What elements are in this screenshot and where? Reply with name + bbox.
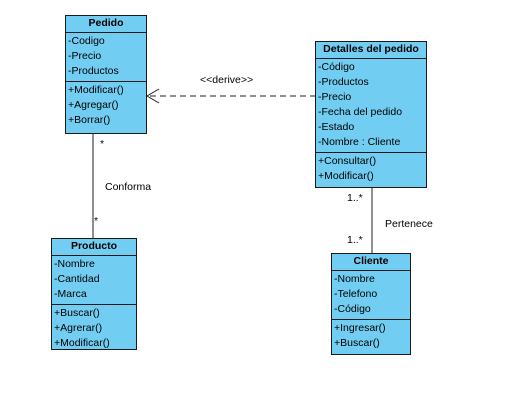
class-pedido-attributes: -Codigo -Precio -Productos (66, 33, 146, 81)
class-pedido[interactable]: Pedido -Codigo -Precio -Productos +Modif… (65, 15, 147, 134)
operation: +Agrerar() (54, 322, 103, 334)
operation: +Modificar() (68, 84, 124, 96)
attribute: -Fecha del pedido (318, 106, 403, 118)
class-pedido-name: Pedido (66, 16, 146, 33)
class-producto-attributes: -Nombre -Cantidad -Marca (52, 256, 136, 304)
attribute: -Telefono (334, 288, 378, 300)
class-cliente-attributes: -Nombre -Telefono -Código (332, 271, 410, 319)
attribute: -Marca (54, 288, 87, 300)
class-detalles-operations: +Consultar() +Modificar() (316, 152, 426, 186)
class-cliente-operations: +Ingresar() +Buscar() (332, 319, 410, 353)
class-producto-operations: +Buscar() +Agrerar() +Modificar() (52, 304, 136, 353)
attribute: -Nombre (334, 273, 375, 285)
attribute: -Productos (318, 76, 369, 88)
derive-arrowhead-icon (146, 88, 160, 104)
class-producto[interactable]: Producto -Nombre -Cantidad -Marca +Busca… (51, 238, 137, 350)
pertenece-label: Pertenece (385, 218, 433, 230)
operation: +Borrar() (68, 114, 111, 126)
attribute: -Nombre (54, 258, 95, 270)
attribute: -Estado (318, 121, 355, 133)
pertenece-mult-bottom: 1..* (347, 234, 363, 246)
attribute: -Código (334, 303, 371, 315)
pertenece-mult-top: 1..* (347, 192, 363, 204)
operation: +Modificar() (318, 170, 374, 182)
operation: +Buscar() (334, 337, 380, 349)
operation: +Ingresar() (334, 322, 386, 334)
conforma-mult-bottom: * (94, 215, 98, 227)
attribute: -Productos (68, 65, 119, 77)
class-detalles-del-pedido[interactable]: Detalles del pedido -Código -Productos -… (315, 41, 427, 188)
derive-stereotype-label: <<derive>> (200, 74, 253, 86)
attribute: -Código (318, 61, 355, 73)
operation: +Buscar() (54, 307, 100, 319)
class-pedido-operations: +Modificar() +Agregar() +Borrar() (66, 81, 146, 130)
class-cliente-name: Cliente (332, 254, 410, 271)
attribute: -Precio (68, 50, 102, 62)
attribute: -Cantidad (54, 273, 100, 285)
conforma-label: Conforma (105, 181, 151, 193)
class-detalles-name: Detalles del pedido (316, 42, 426, 59)
attribute: -Nombre : Cliente (318, 136, 401, 148)
attribute: -Precio (318, 91, 352, 103)
attribute: -Codigo (68, 35, 105, 47)
operation: +Modificar() (54, 337, 110, 349)
conforma-mult-top: * (100, 138, 104, 150)
class-cliente[interactable]: Cliente -Nombre -Telefono -Código +Ingre… (331, 253, 411, 355)
operation: +Consultar() (318, 155, 377, 167)
class-producto-name: Producto (52, 239, 136, 256)
class-detalles-attributes: -Código -Productos -Precio -Fecha del pe… (316, 59, 426, 152)
operation: +Agregar() (68, 99, 119, 111)
